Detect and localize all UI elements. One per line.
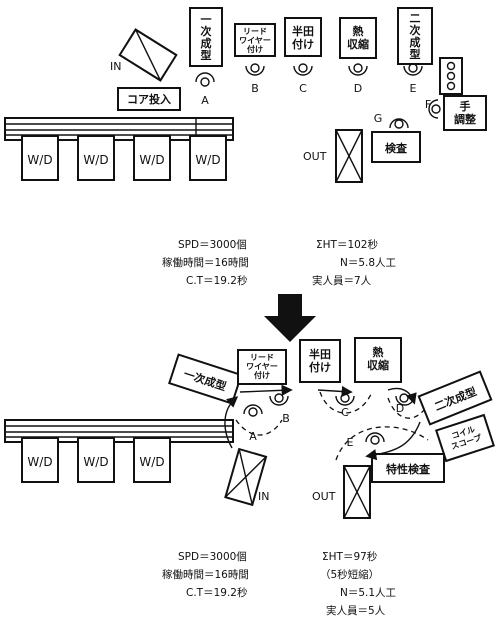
worker-g: G — [374, 112, 409, 129]
svg-text:E: E — [410, 82, 417, 95]
stat-n-after: N＝5.1人工 — [340, 587, 396, 599]
wd-machine: W/D — [77, 437, 115, 483]
worker-c: C — [293, 63, 313, 95]
out-crossed-box-after — [343, 465, 371, 519]
station-tokusei-kensa: 特性検査 — [371, 453, 445, 483]
svg-text:W/D: W/D — [139, 153, 164, 167]
in-label: IN — [110, 60, 121, 73]
svg-text:E: E — [347, 436, 354, 449]
svg-text:G: G — [374, 112, 383, 125]
station-netsu: 熱収縮 — [339, 17, 377, 59]
svg-text:特性検査: 特性検査 — [386, 462, 430, 476]
worker-d: D — [348, 63, 368, 95]
worker-d-after: D — [395, 393, 415, 415]
svg-text:W/D: W/D — [83, 153, 108, 167]
stat-ct-after: C.T＝19.2秒 — [186, 586, 248, 599]
conveyor-after — [4, 419, 234, 443]
station-handa: 半田付け — [284, 17, 322, 57]
station-ichiji-seikei: 一次成型 — [189, 7, 223, 67]
worker-range-arcs — [235, 391, 429, 461]
stat-spd: SPD＝3000個 — [178, 238, 247, 251]
coil-device — [439, 57, 463, 95]
svg-text:検査: 検査 — [385, 141, 407, 155]
svg-text:W/D: W/D — [83, 455, 108, 469]
wd-machine: W/D — [77, 135, 115, 181]
svg-text:B: B — [282, 412, 290, 425]
svg-text:W/D: W/D — [27, 153, 52, 167]
svg-text:手調整: 手調整 — [454, 99, 476, 126]
wd-machine: W/D — [189, 135, 227, 181]
svg-text:二次成型: 二次成型 — [410, 12, 421, 61]
stat-sum-ht-after: ΣHT＝97秒 — [322, 550, 378, 563]
stats-after: SPD＝3000個 稼働時間＝16時間 C.T＝19.2秒 ΣHT＝97秒 （5… — [162, 550, 396, 617]
stat-ct: C.T＝19.2秒 — [186, 274, 248, 287]
stat-uptime-after: 稼働時間＝16時間 — [162, 568, 249, 581]
svg-text:W/D: W/D — [195, 153, 220, 167]
stat-actual-after: 実人員＝5人 — [326, 604, 386, 617]
station-lead-wire: リードワイヤー付け — [234, 23, 276, 57]
svg-text:F: F — [425, 98, 431, 111]
wd-machine: W/D — [21, 135, 59, 181]
out-label: OUT — [303, 150, 327, 163]
worker-e-after: E — [347, 432, 385, 449]
svg-text:熱収縮: 熱収縮 — [367, 345, 389, 372]
station-handa-after: 半田付け — [299, 339, 341, 383]
worker-b-after: B — [269, 393, 290, 425]
out-crossed-box — [335, 129, 363, 183]
svg-text:D: D — [396, 402, 404, 415]
svg-text:D: D — [354, 82, 362, 95]
worker-a-after: A — [243, 404, 263, 443]
stat-reduction: （5秒短縮） — [320, 568, 379, 581]
wd-machine: W/D — [133, 437, 171, 483]
stat-actual: 実人員＝7人 — [312, 274, 372, 287]
worker-f: F — [425, 98, 441, 119]
station-netsu-after: 熱収縮 — [354, 337, 402, 383]
svg-text:リードワイヤー付け: リードワイヤー付け — [246, 353, 278, 380]
in-label-after: IN — [258, 490, 269, 503]
station-niji-seikei: 二次成型 — [397, 7, 433, 65]
station-coil-scope: コイルスコープ — [435, 413, 495, 463]
wd-machine: W/D — [133, 135, 171, 181]
after-layout: W/D W/D W/D 一次成型 リードワイヤー付け 半田付け 熱収縮 — [4, 337, 495, 519]
before-layout: W/D W/D W/D W/D IN コア投入 一次成型 — [4, 7, 487, 183]
worker-a: A — [195, 72, 215, 107]
stats-before: SPD＝3000個 稼働時間＝16時間 C.T＝19.2秒 ΣHT＝102秒 N… — [162, 238, 396, 287]
flow-path — [224, 384, 421, 461]
svg-text:リードワイヤー付け: リードワイヤー付け — [239, 27, 271, 54]
station-lead-wire-after: リードワイヤー付け — [237, 349, 287, 385]
svg-text:半田付け: 半田付け — [292, 24, 314, 51]
svg-text:A: A — [249, 430, 257, 443]
worker-b: B — [245, 63, 265, 95]
svg-text:W/D: W/D — [27, 455, 52, 469]
stat-n: N＝5.8人工 — [340, 257, 396, 269]
svg-text:C: C — [341, 406, 349, 419]
station-te-chousei: 手調整 — [443, 95, 487, 131]
station-ichiji-seikei-after: 一次成型 — [168, 353, 243, 405]
svg-text:B: B — [251, 82, 259, 95]
wd-machine: W/D — [21, 437, 59, 483]
station-core-tounyu: コア投入 — [117, 87, 181, 111]
svg-text:W/D: W/D — [139, 455, 164, 469]
svg-text:コア投入: コア投入 — [127, 92, 171, 106]
svg-text:一次成型: 一次成型 — [201, 13, 212, 62]
svg-text:熱収縮: 熱収縮 — [347, 24, 369, 51]
svg-text:半田付け: 半田付け — [309, 347, 331, 374]
down-arrow — [264, 294, 316, 342]
stat-sum-ht: ΣHT＝102秒 — [316, 238, 378, 251]
in-crossed-box-after — [224, 447, 268, 507]
worker-c-after: C — [335, 393, 355, 419]
station-niji-seikei-after: 二次成型 — [417, 370, 493, 426]
worker-e: E — [403, 63, 423, 95]
out-label-after: OUT — [312, 490, 336, 503]
svg-text:C: C — [299, 82, 307, 95]
in-crossed-box — [118, 28, 178, 82]
station-kensa: 検査 — [371, 131, 421, 163]
svg-text:A: A — [201, 94, 209, 107]
stat-spd-after: SPD＝3000個 — [178, 550, 247, 563]
stat-uptime: 稼働時間＝16時間 — [162, 256, 249, 269]
